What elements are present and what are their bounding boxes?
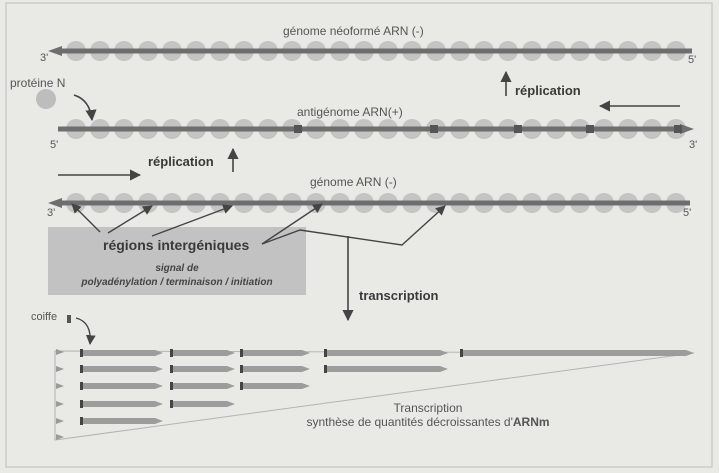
caption-line-1: Transcription	[393, 401, 463, 415]
mrna-bar	[324, 366, 440, 372]
mrna-bar	[240, 383, 302, 389]
mrna-bar	[324, 350, 440, 356]
mrna-arrowhead	[155, 401, 163, 407]
mrna-bar	[80, 350, 155, 356]
top-left-end: 3'	[40, 52, 49, 64]
mrna-bar	[80, 366, 155, 372]
signal-line-1: signal de	[155, 263, 199, 274]
mrna-arrowhead	[302, 366, 310, 372]
mrna-cap	[80, 365, 83, 373]
wedge-arrowhead	[56, 349, 64, 355]
top-right-end: 5'	[688, 54, 697, 66]
mrna-arrowhead	[440, 366, 448, 372]
bottom-left-end: 3'	[47, 207, 56, 219]
wedge-arrowhead	[56, 434, 64, 440]
mrna-arrowhead	[227, 350, 235, 356]
mrna-transcripts	[80, 349, 694, 425]
top-strand-label: génome néoformé ARN (-)	[283, 24, 424, 38]
mrna-cap	[80, 382, 83, 390]
intergenic-pointers	[71, 203, 446, 246]
mrna-cap	[240, 382, 243, 390]
protein-n-arrow	[73, 94, 97, 122]
mrna-arrowhead	[155, 383, 163, 389]
mrna-arrowhead	[440, 350, 448, 356]
mrna-arrowhead	[227, 401, 235, 407]
mrna-bar	[80, 418, 155, 424]
strand-middle	[58, 119, 694, 139]
wedge-arrowhead	[56, 366, 64, 372]
bottom-right-end: 5'	[683, 207, 692, 219]
mrna-arrowhead	[302, 383, 310, 389]
intergenic-mark	[674, 125, 682, 133]
coiffe-label: coiffe	[31, 311, 58, 323]
mrna-arrowhead	[302, 350, 310, 356]
cap-mark	[67, 315, 71, 323]
cap-arrow	[75, 317, 96, 345]
mrna-cap	[170, 382, 173, 390]
strand-top	[48, 41, 692, 61]
mrna-bar	[240, 366, 302, 372]
protein-n-icon	[36, 89, 56, 109]
mrna-cap	[80, 417, 83, 425]
mrna-cap	[460, 349, 463, 357]
mrna-cap	[240, 349, 243, 357]
mrna-arrowhead	[686, 350, 694, 356]
caption-line-2-bold: ARNm	[512, 415, 550, 429]
mrna-arrowhead	[155, 366, 163, 372]
mrna-arrowhead	[227, 366, 235, 372]
signal-line-2: polyadénylation / terminaison / initiati…	[81, 277, 273, 288]
intergenic-box	[48, 227, 306, 295]
mrna-cap	[170, 349, 173, 357]
mrna-bar	[170, 383, 227, 389]
transcription-label: transcription	[359, 288, 439, 303]
mrna-bar	[170, 350, 227, 356]
strand-arrowhead	[48, 198, 62, 208]
mrna-bar	[80, 401, 155, 407]
bottom-strand-label: génome ARN (-)	[310, 175, 397, 189]
intergenic-mark	[514, 125, 522, 133]
intergenic-mark	[430, 125, 438, 133]
caption-line-2: synthèse de quantités décroissantes d'AR…	[243, 416, 613, 428]
middle-right-end: 3'	[689, 139, 698, 151]
mrna-arrowhead	[155, 418, 163, 424]
replication-label-middle: réplication	[148, 154, 214, 169]
outer-frame	[5, 2, 713, 468]
wedge-arrows	[56, 349, 64, 440]
mrna-bar	[460, 350, 686, 356]
intergenic-mark	[294, 125, 302, 133]
mrna-arrowhead	[227, 383, 235, 389]
mrna-bar	[170, 366, 227, 372]
mrna-cap	[324, 349, 327, 357]
intergenic-regions-label: régions intergéniques	[103, 237, 250, 253]
mrna-cap	[170, 400, 173, 408]
mrna-cap	[80, 349, 83, 357]
wedge-arrowhead	[56, 401, 64, 407]
mrna-bar	[240, 350, 302, 356]
mrna-cap	[80, 400, 83, 408]
middle-left-end: 5'	[50, 139, 59, 151]
wedge-arrowhead	[56, 418, 64, 424]
mrna-cap	[240, 365, 243, 373]
strand-arrowhead	[680, 124, 694, 134]
replication-label-top: réplication	[515, 83, 581, 98]
mrna-cap	[170, 365, 173, 373]
protein-n-label: protéine N	[10, 76, 66, 90]
strand-arrowhead	[48, 46, 62, 56]
mrna-bar	[80, 383, 155, 389]
mrna-cap	[324, 365, 327, 373]
middle-strand-label: antigénome ARN(+)	[297, 105, 403, 119]
mrna-arrowhead	[155, 350, 163, 356]
wedge-arrowhead	[56, 383, 64, 389]
caption-line-2-text: synthèse de quantités décroissantes d'	[306, 415, 513, 429]
mrna-bar	[170, 401, 227, 407]
intergenic-mark	[586, 125, 594, 133]
